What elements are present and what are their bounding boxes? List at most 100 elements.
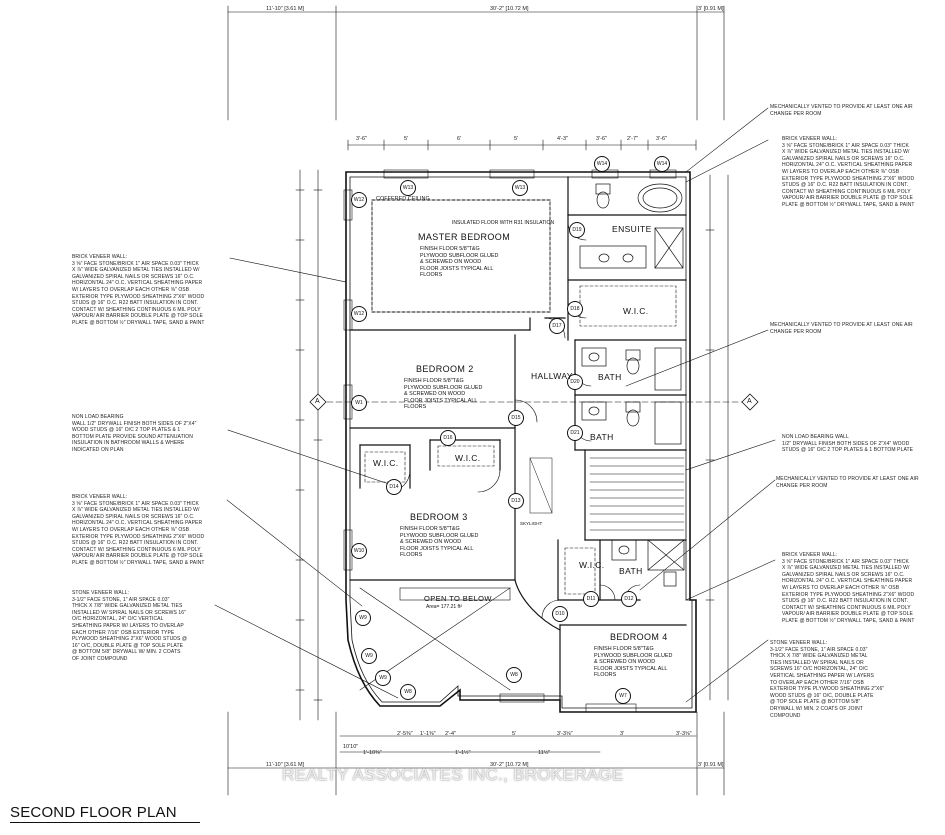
- label-wic-b3a: W.I.C.: [373, 458, 399, 468]
- door-tag-d18: D18: [567, 301, 583, 317]
- door-tag-d10: D10: [552, 606, 568, 622]
- section-marker-label-left: A: [315, 398, 320, 405]
- window-tag-w12-a: W12: [351, 192, 367, 208]
- note-right-brick-veneer-mid: BRICK VENEER WALL: 3 ⅝" FACE STONE/BRICK…: [782, 552, 915, 624]
- dim-top-right: 3' [0.91 M]: [698, 6, 724, 12]
- door-tag-d20: D20: [567, 374, 583, 390]
- label-coffered-ceiling: COFFERED CEILING: [376, 196, 430, 202]
- label-hallway: HALLWAY: [531, 371, 573, 381]
- note-left-non-load-bearing: NON LOAD BEARING WALL 1/2" DRYWALL FINIS…: [72, 414, 197, 453]
- dim-bottom-seg-8: 3'-3⅝": [557, 731, 573, 737]
- room-floor-spec: FINISH FLOOR 5/8"T&G PLYWOOD SUBFLOOR GL…: [404, 378, 483, 411]
- dim-bottom-seg-11: 3'-3⅝": [676, 731, 692, 737]
- interior-walls: [349, 176, 687, 701]
- label-bath-1: BATH: [598, 372, 622, 382]
- label-ensuite: ENSUITE: [612, 224, 652, 234]
- room-bedroom-3: BEDROOM 3 FINISH FLOOR 5/8"T&G PLYWOOD S…: [400, 512, 478, 559]
- door-tag-d16: D16: [440, 430, 456, 446]
- room-master-bedroom: MASTER BEDROOM FINISH FLOOR 5/8"T&G PLYW…: [418, 232, 510, 279]
- room-bedroom-4: BEDROOM 4 FINISH FLOOR 5/8"T&G PLYWOOD S…: [594, 632, 672, 679]
- note-right-stone-veneer: STONE VENEER WALL: 3-1/2" FACE STONE, 1"…: [770, 640, 885, 719]
- window-tag-w14-a: W14: [594, 156, 610, 172]
- dim-top-left: 11'-10" [3.61 M]: [266, 6, 305, 12]
- page-title: SECOND FLOOR PLAN: [10, 804, 177, 821]
- dim-top-seg-1: 3'-6": [356, 136, 367, 142]
- door-tag-d12: D12: [621, 591, 637, 607]
- dim-top-seg-3: 6': [457, 136, 462, 142]
- window-tag-w13-b: W13: [512, 180, 528, 196]
- room-floor-spec: FINISH FLOOR 5/8"T&G PLYWOOD SUBFLOOR GL…: [594, 646, 673, 679]
- dim-bottom-left: 11'-10" [3.61 M]: [266, 762, 305, 768]
- door-tag-d15: D15: [508, 410, 524, 426]
- right-dimension-lines: [705, 174, 729, 701]
- window-tag-w14-b: W14: [654, 156, 670, 172]
- label-wic-master: W.I.C.: [623, 306, 649, 316]
- dim-top-overall: 30'-2" [10.72 M]: [490, 6, 529, 12]
- leader-lines: [214, 107, 776, 703]
- label-open-to-below: OPEN TO BELOW: [424, 594, 492, 603]
- window-tag-w9-c: W9: [375, 670, 391, 686]
- door-tag-d11: D11: [583, 591, 599, 607]
- room-name: BEDROOM 4: [610, 632, 668, 642]
- dim-top-seg-4: 5': [514, 136, 519, 142]
- dim-bottom-seg-2: 1'-10⅜": [363, 750, 382, 756]
- room-name: MASTER BEDROOM: [418, 232, 511, 242]
- door-tag-d13: D13: [508, 493, 524, 509]
- note-right-non-load-bearing: NON LOAD BEARING WALL 1/2" DRYWALL FINIS…: [782, 434, 914, 454]
- dim-bottom-seg-5: 2'-4": [445, 731, 456, 737]
- dim-bottom-seg-3: 2'-5⅜": [397, 731, 413, 737]
- note-left-brick-veneer-top: BRICK VENEER WALL: 3 ⅝" FACE STONE/BRICK…: [72, 254, 205, 326]
- room-name: BEDROOM 2: [416, 364, 474, 374]
- window-tag-w9-b: W9: [361, 648, 377, 664]
- window-tag-w10: W10: [351, 543, 367, 559]
- window-tag-w7: W7: [615, 688, 631, 704]
- window-tag-w12-b: W12: [351, 306, 367, 322]
- window-tag-w13-a: W13: [400, 180, 416, 196]
- note-left-stone-veneer: STONE VENEER WALL: 3-1/2" FACE STONE, 1"…: [72, 590, 188, 662]
- title-underline: [10, 822, 200, 823]
- window-tag-w1: W1: [351, 395, 367, 411]
- label-insulated-floor: INSULATED FLOOR WITH R31 INSULATION: [452, 220, 555, 226]
- dim-bottom-overall: 30'-2" [10.72 M]: [490, 762, 529, 768]
- dim-bottom-seg-1: 10'10": [343, 744, 359, 750]
- window-tag-w8-a: W8: [400, 684, 416, 700]
- dim-top-seg-2: 5': [404, 136, 409, 142]
- dim-top-seg-6: 3'-6": [596, 136, 607, 142]
- room-floor-spec: FINISH FLOOR 5/8"T&G PLYWOOD SUBFLOOR GL…: [400, 526, 479, 559]
- dim-bottom-seg-7: 5': [512, 731, 517, 737]
- note-right-mechanical-vent-1: MECHANICALLY VENTED TO PROVIDE AT LEAST …: [770, 104, 913, 117]
- dim-bottom-seg-6: 1'-1½": [455, 750, 471, 756]
- door-tag-d21: D21: [567, 425, 583, 441]
- label-wic-b4: W.I.C.: [579, 560, 605, 570]
- window-tag-w8-b: W8: [506, 667, 522, 683]
- label-bath-3: BATH: [619, 566, 643, 576]
- note-right-mechanical-vent-3: MECHANICALLY VENTED TO PROVIDE AT LEAST …: [776, 476, 919, 489]
- door-tag-d17: D17: [549, 318, 565, 334]
- note-left-brick-veneer-mid: BRICK VENEER WALL: 3 ⅝" FACE STONE/BRICK…: [72, 494, 205, 566]
- note-right-mechanical-vent-2: MECHANICALLY VENTED TO PROVIDE AT LEAST …: [770, 322, 913, 335]
- section-marker-label-right: A: [747, 398, 752, 405]
- section-markers: [309, 393, 759, 411]
- bottom-dimension-lines: [227, 711, 725, 796]
- label-skylight: SKYLIGHT: [520, 521, 543, 526]
- stair-treads: [529, 457, 685, 531]
- watermark: REALTY ASSOCIATES INC., BROKERAGE: [282, 765, 624, 784]
- exterior-walls: [345, 171, 697, 713]
- fixtures: [579, 183, 685, 587]
- door-tag-d14: D14: [386, 479, 402, 495]
- room-name: BEDROOM 3: [410, 512, 468, 522]
- label-wic-b3b: W.I.C.: [455, 453, 481, 463]
- room-floor-spec: FINISH FLOOR 5/8"T&G PLYWOOD SUBFLOOR GL…: [420, 246, 499, 279]
- dim-bottom-seg-9: 11½": [538, 750, 551, 756]
- dim-top-seg-8: 3'-6": [656, 136, 667, 142]
- room-bedroom-2: BEDROOM 2 FINISH FLOOR 5/8"T&G PLYWOOD S…: [404, 364, 482, 411]
- door-tag-d19: D19: [569, 222, 585, 238]
- window-tag-w9-a: W9: [355, 610, 371, 626]
- left-dimension-lines: [295, 169, 323, 721]
- dim-bottom-seg-4: 1'-1⅜": [420, 731, 436, 737]
- dim-bottom-seg-10: 3': [620, 731, 625, 737]
- top-dimension-lines: [227, 5, 725, 151]
- note-right-brick-veneer-top: BRICK VENEER WALL: 3 ⅝" FACE STONE/BRICK…: [782, 136, 915, 208]
- dim-bottom-right: 3' [0.91 M]: [698, 762, 724, 768]
